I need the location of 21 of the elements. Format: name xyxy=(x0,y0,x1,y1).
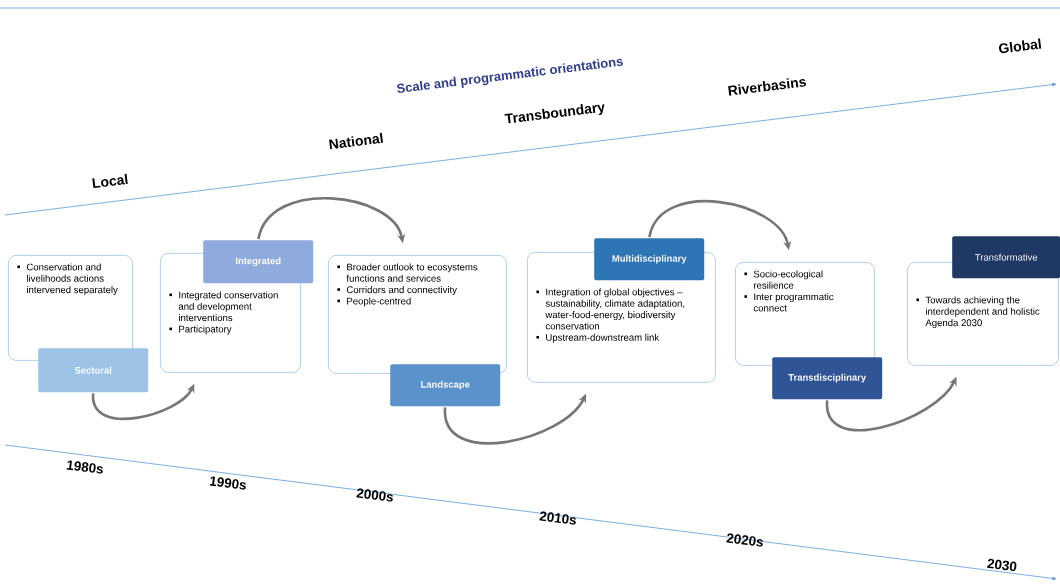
stage-label: Transformative xyxy=(952,236,1060,279)
scale-label: National xyxy=(329,132,383,150)
text-box: Conservation and livelihoods actions intervened separately xyxy=(8,255,133,361)
stage-label: Transdisciplinary xyxy=(772,357,883,400)
year-label: 2000s xyxy=(356,488,393,502)
stage-label: Landscape xyxy=(390,364,501,407)
stage-label: Integrated xyxy=(203,240,314,284)
scale-label: Local xyxy=(92,173,128,189)
year-label: 1990s xyxy=(209,476,246,490)
stage-label: Multidisciplinary xyxy=(594,238,705,281)
year-label: 2030 xyxy=(987,558,1017,572)
text-box: Socio-ecological resilience Inter programmatic connect xyxy=(735,262,875,366)
stage-label: Sectoral xyxy=(38,348,149,393)
scale-label: Global xyxy=(999,38,1042,54)
year-label: 1980s xyxy=(66,460,103,474)
year-label: 2010s xyxy=(539,511,576,525)
scale-label: Riverbasins xyxy=(728,78,807,96)
axis-title: Scale and programmatic orientations xyxy=(397,58,623,93)
text-box: Broader outlook to ecosystems functions and services Corridors and connectivity People-centred xyxy=(328,255,507,374)
scale-label: Transboundary xyxy=(504,104,605,124)
year-label: 2020s xyxy=(726,533,763,547)
